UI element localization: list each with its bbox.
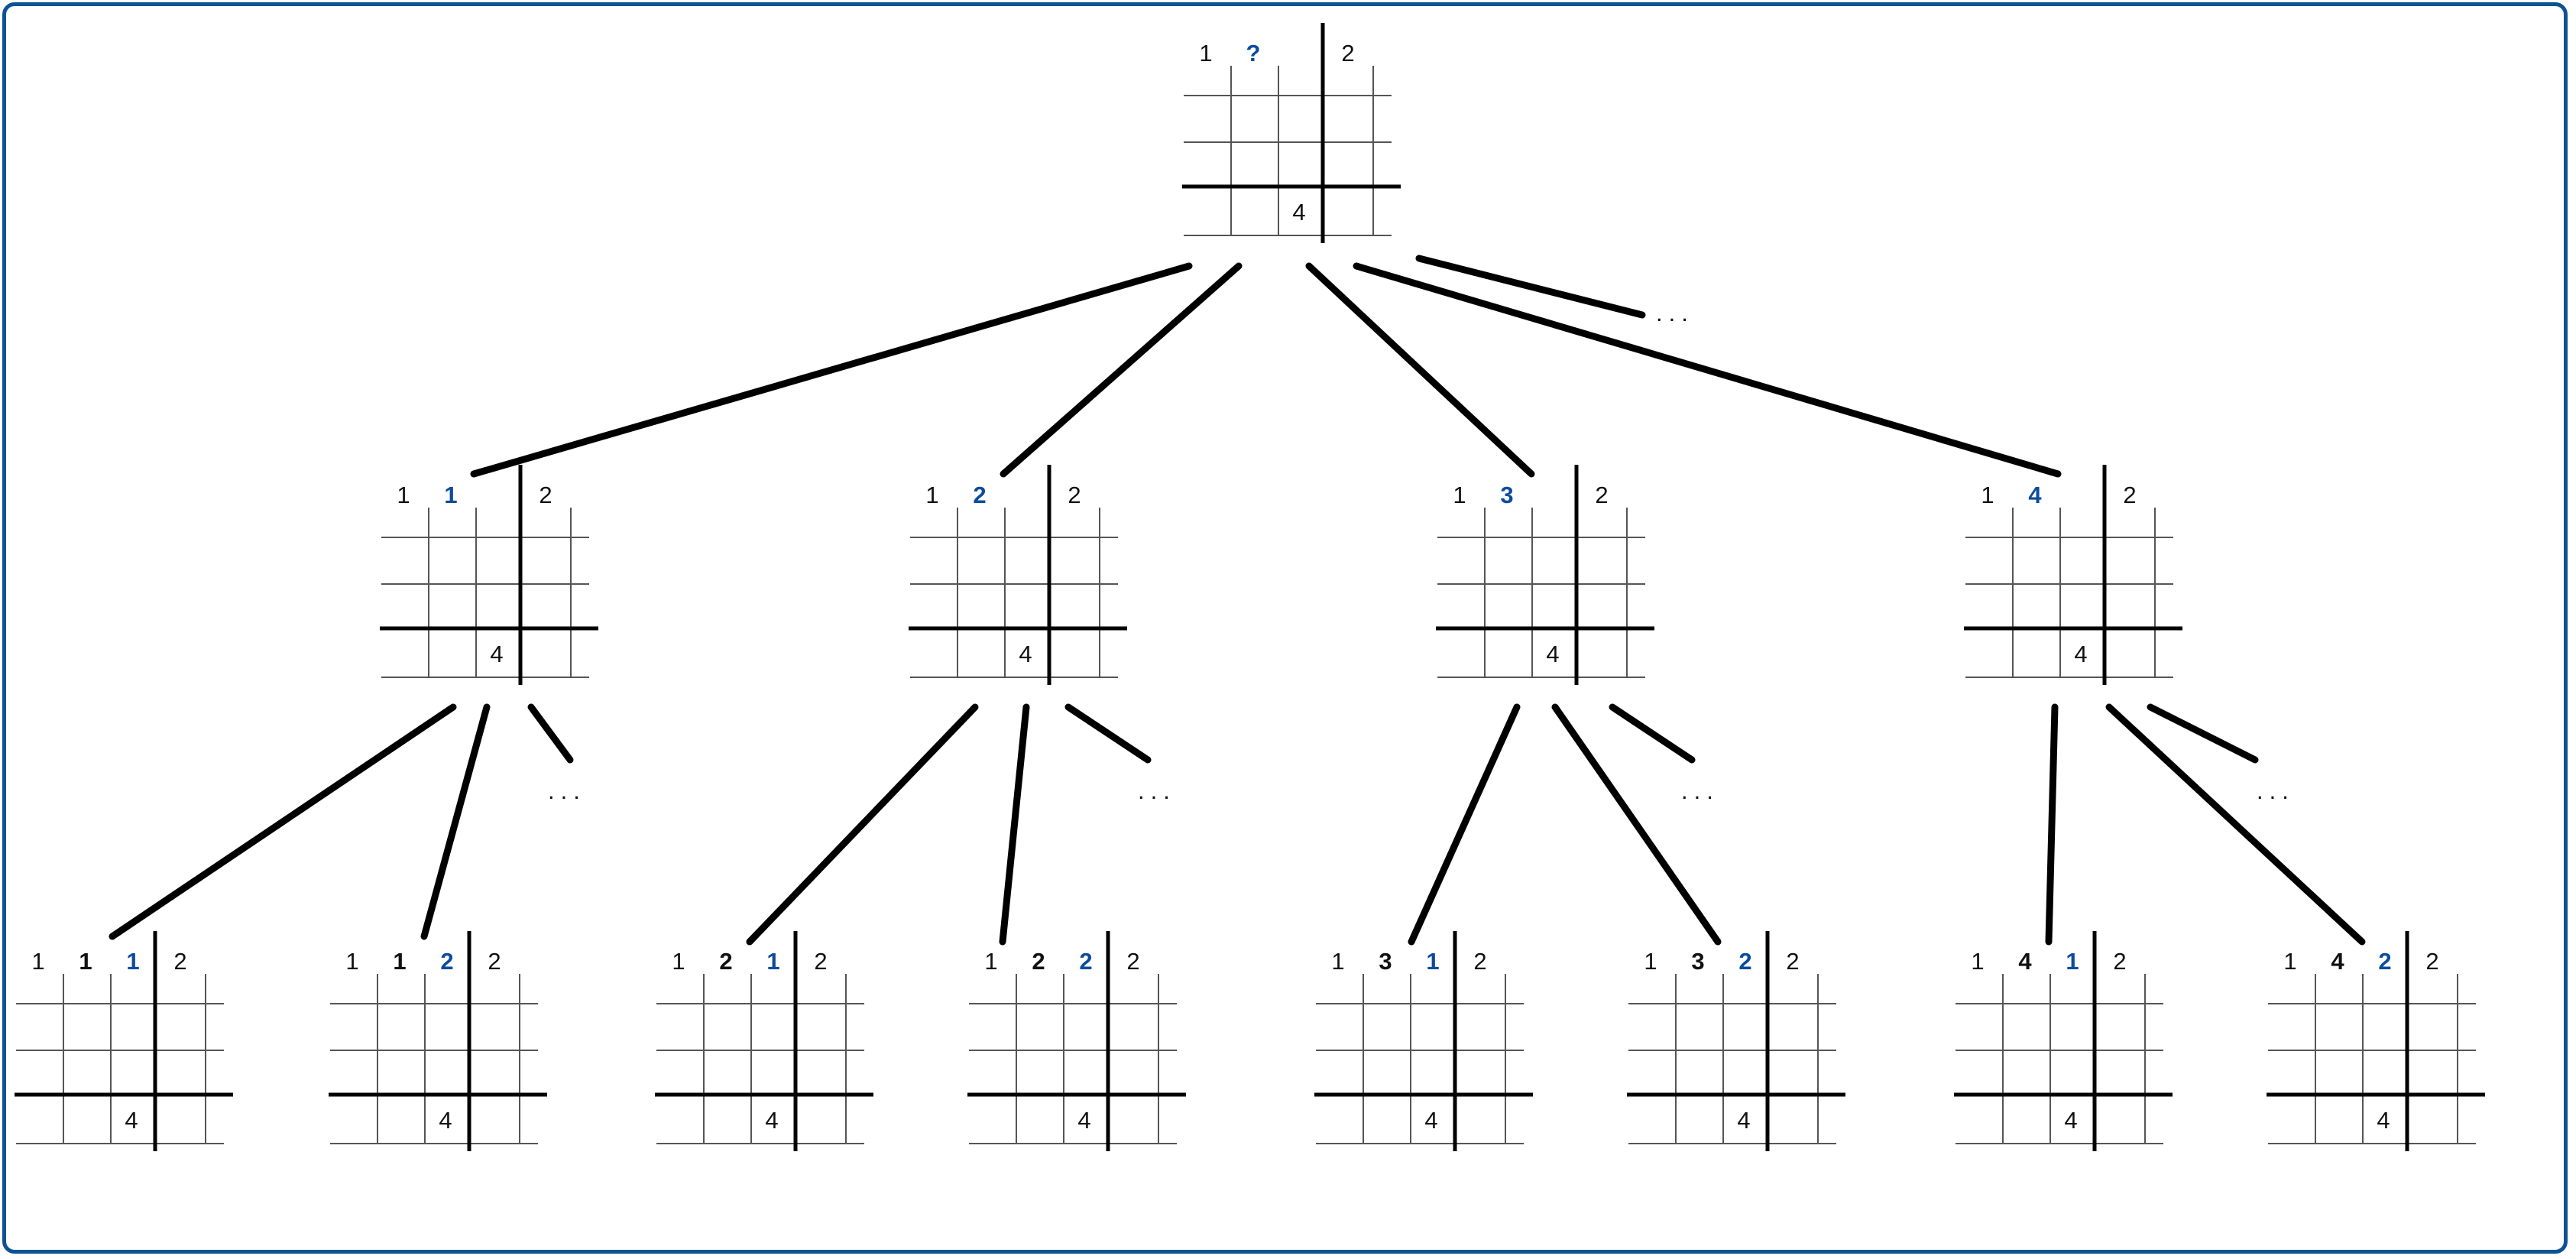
given-digit: 1 (1331, 948, 1344, 975)
given-digit: 2 (814, 948, 827, 975)
tree-edge (746, 703, 979, 946)
tree-edge (1353, 262, 2062, 478)
given-digit: 1 (1971, 948, 1984, 975)
tree-edge (2105, 703, 2366, 946)
given-digit: 2 (1126, 948, 1139, 975)
tree-edge (2045, 703, 2059, 946)
sudoku-node-level2: 1 1 2 2 4 (329, 931, 547, 1151)
given-digit: 1 (345, 948, 358, 975)
ellipsis: ... (1681, 777, 1719, 804)
tree-edge (470, 262, 1193, 478)
sudoku-node-level2: 1 4 1 2 4 (1954, 931, 2173, 1151)
candidate-digit: 1 (126, 948, 139, 975)
given-digit: 4 (1424, 1107, 1437, 1134)
candidate-digit: 2 (2378, 948, 2391, 975)
sudoku-node-level1: 1 1 2 4 (380, 465, 598, 685)
tree-edge (1551, 703, 1722, 946)
given-digit: 4 (2377, 1107, 2390, 1134)
ellipsis: ... (2257, 777, 2295, 804)
given-digit: 2 (2123, 482, 2136, 508)
given-digit: 2 (539, 482, 552, 508)
given-digit: 2 (1595, 482, 1608, 508)
candidate-digit: 4 (2028, 482, 2042, 508)
given-digit: 2 (173, 948, 186, 975)
given-digit: 4 (1077, 1107, 1090, 1134)
sudoku-node-level1: 1 4 2 4 (1964, 465, 2182, 685)
candidate-digit: 3 (1500, 482, 1513, 508)
given-digit: 4 (2074, 641, 2087, 667)
candidate-digit: 1 (766, 948, 779, 975)
given-digit: 2 (1341, 40, 1354, 67)
given-digit: 3 (1691, 948, 1704, 975)
tree-edges (109, 255, 2366, 946)
given-digit: 2 (488, 948, 501, 975)
given-digit: 1 (79, 948, 92, 975)
sudoku-node-level2: 1 3 2 2 4 (1627, 931, 1845, 1151)
given-digit: 4 (2331, 948, 2344, 975)
ellipsis: ... (1138, 777, 1176, 804)
sudoku-node-level2: 1 1 1 2 4 (15, 931, 233, 1151)
ellipsis: ... (1656, 300, 1694, 326)
candidate-digit: ? (1246, 40, 1261, 67)
sudoku-node-level2: 1 3 1 2 4 (1314, 931, 1533, 1151)
tree-edge (109, 703, 457, 940)
candidate-digit: 1 (1426, 948, 1439, 975)
candidate-digit: 2 (1079, 948, 1092, 975)
given-digit: 4 (125, 1107, 138, 1134)
given-digit: 2 (1473, 948, 1486, 975)
given-digit: 3 (1379, 948, 1392, 975)
tree-edge (1064, 703, 1152, 764)
tree-edge (2147, 703, 2259, 764)
given-digit: 1 (1644, 948, 1657, 975)
given-digit: 4 (1546, 641, 1559, 667)
sudoku-node-level1: 1 3 2 4 (1436, 465, 1654, 685)
ellipsis: ... (548, 777, 586, 804)
candidate-digit: 2 (1738, 948, 1751, 975)
given-digit: 1 (31, 948, 44, 975)
tree-edge (527, 703, 574, 764)
given-digit: 1 (393, 948, 406, 975)
tree-edge (999, 703, 1030, 946)
given-digit: 1 (672, 948, 685, 975)
ellipsis-markers: ............... (548, 300, 2295, 804)
given-digit: 4 (1737, 1107, 1750, 1134)
given-digit: 1 (397, 482, 410, 508)
given-digit: 1 (1199, 40, 1212, 67)
tree-edge (420, 703, 491, 940)
tree-edge (1415, 255, 1646, 319)
given-digit: 4 (2018, 948, 2032, 975)
candidate-digit: 1 (444, 482, 457, 508)
given-digit: 2 (719, 948, 732, 975)
tree-edge (1305, 262, 1535, 478)
candidate-digit: 2 (440, 948, 453, 975)
sudoku-node-level1: 1 2 2 4 (909, 465, 1127, 685)
tree-edge (1408, 703, 1521, 946)
sudoku-node-root: 1? 2 4 (1182, 23, 1401, 243)
given-digit: 2 (2113, 948, 2126, 975)
given-digit: 4 (1019, 641, 1032, 667)
tree-edge (1000, 262, 1243, 478)
given-digit: 4 (490, 641, 503, 667)
given-digit: 4 (1292, 199, 1305, 226)
given-digit: 4 (765, 1107, 778, 1134)
given-digit: 4 (439, 1107, 452, 1134)
given-digit: 1 (2283, 948, 2296, 975)
given-digit: 2 (1068, 482, 1081, 508)
given-digit: 2 (2425, 948, 2438, 975)
tree-edge (1609, 703, 1696, 764)
given-digit: 1 (1453, 482, 1466, 508)
sudoku-node-level2: 1 2 2 2 4 (967, 931, 1186, 1151)
sudoku-node-level2: 1 4 2 2 4 (2267, 931, 2485, 1151)
sudoku-nodes: 1? 2 4 1 1 2 4 1 2 2 4 1 3 2 4 1 4 2 4 1 1 1 2 4 1 1 2 2 4 1 2 1 2 4 1 2 2 2 4… (15, 23, 2485, 1151)
sudoku-node-level2: 1 2 1 2 4 (655, 931, 873, 1151)
given-digit: 1 (984, 948, 997, 975)
given-digit: 2 (1786, 948, 1799, 975)
candidate-digit: 1 (2066, 948, 2079, 975)
candidate-digit: 2 (973, 482, 986, 508)
given-digit: 4 (2064, 1107, 2077, 1134)
given-digit: 1 (925, 482, 938, 508)
given-digit: 1 (1981, 482, 1994, 508)
given-digit: 2 (1032, 948, 1045, 975)
